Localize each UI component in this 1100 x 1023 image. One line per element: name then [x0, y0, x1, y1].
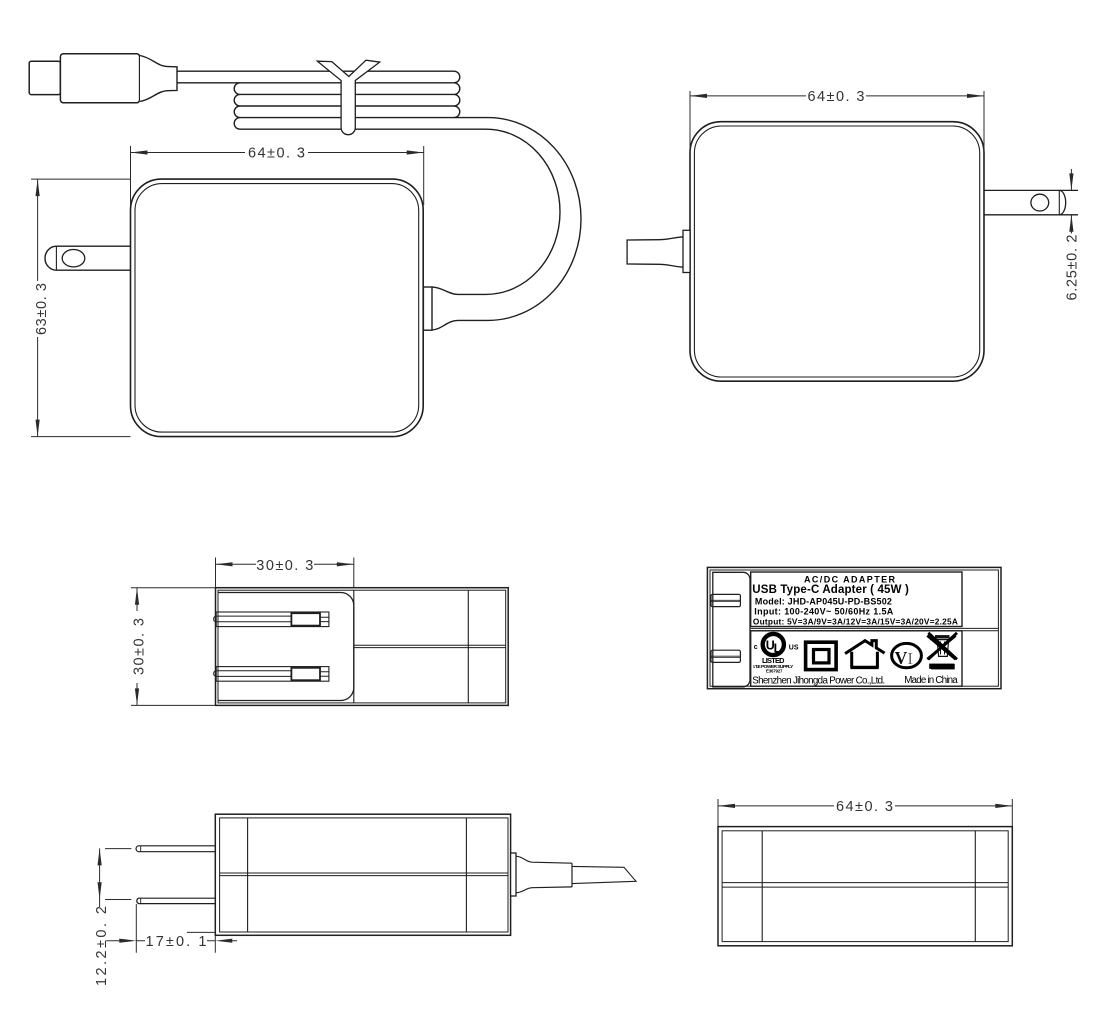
svg-text:Shenzhen Jihongda Power Co.,Lt: Shenzhen Jihongda Power Co.,Ltd.	[752, 675, 885, 686]
svg-text:USB Type-C Adapter ( 45W ): USB Type-C Adapter ( 45W )	[752, 584, 909, 596]
svg-text:E367927: E367927	[766, 668, 783, 673]
svg-text:Input: 100-240V~ 50/60Hz 1.5: Input: 100-240V~ 50/60Hz 1.5A	[754, 606, 894, 616]
svg-text:30±0. 3: 30±0. 3	[256, 558, 313, 574]
svg-text:U: U	[766, 639, 775, 653]
svg-text:LISTED: LISTED	[762, 656, 785, 665]
svg-text:AC/DC ADAPTER: AC/DC ADAPTER	[804, 574, 896, 584]
svg-text:I: I	[907, 649, 913, 668]
svg-text:Model: JHD-AP045U-PD-BS502: Model: JHD-AP045U-PD-BS502	[755, 597, 892, 607]
svg-text:L: L	[774, 642, 782, 656]
svg-text:I.T.E POWER SUPPLY: I.T.E POWER SUPPLY	[753, 664, 794, 670]
svg-text:V: V	[895, 648, 908, 668]
svg-text:Output: 5V=3A/9V=3A/12V=3A/15V: Output: 5V=3A/9V=3A/12V=3A/15V=3A/20V=2.…	[753, 616, 958, 626]
svg-text:64±0. 3: 64±0. 3	[248, 146, 305, 162]
svg-text:US: US	[789, 645, 799, 652]
svg-text:30±0. 3: 30±0. 3	[132, 618, 148, 675]
svg-text:17±0. 1: 17±0. 1	[146, 934, 207, 950]
svg-text:64±0. 3: 64±0. 3	[836, 799, 893, 815]
svg-text:6.25±0. 2: 6.25±0. 2	[1065, 235, 1081, 301]
svg-text:c: c	[754, 644, 758, 651]
svg-text:Made in China: Made in China	[904, 675, 958, 686]
svg-text:64±0. 3: 64±0. 3	[808, 89, 865, 105]
svg-text:63±0. 3: 63±0. 3	[34, 283, 50, 335]
svg-text:12.2±0. 2: 12.2±0. 2	[94, 906, 110, 986]
